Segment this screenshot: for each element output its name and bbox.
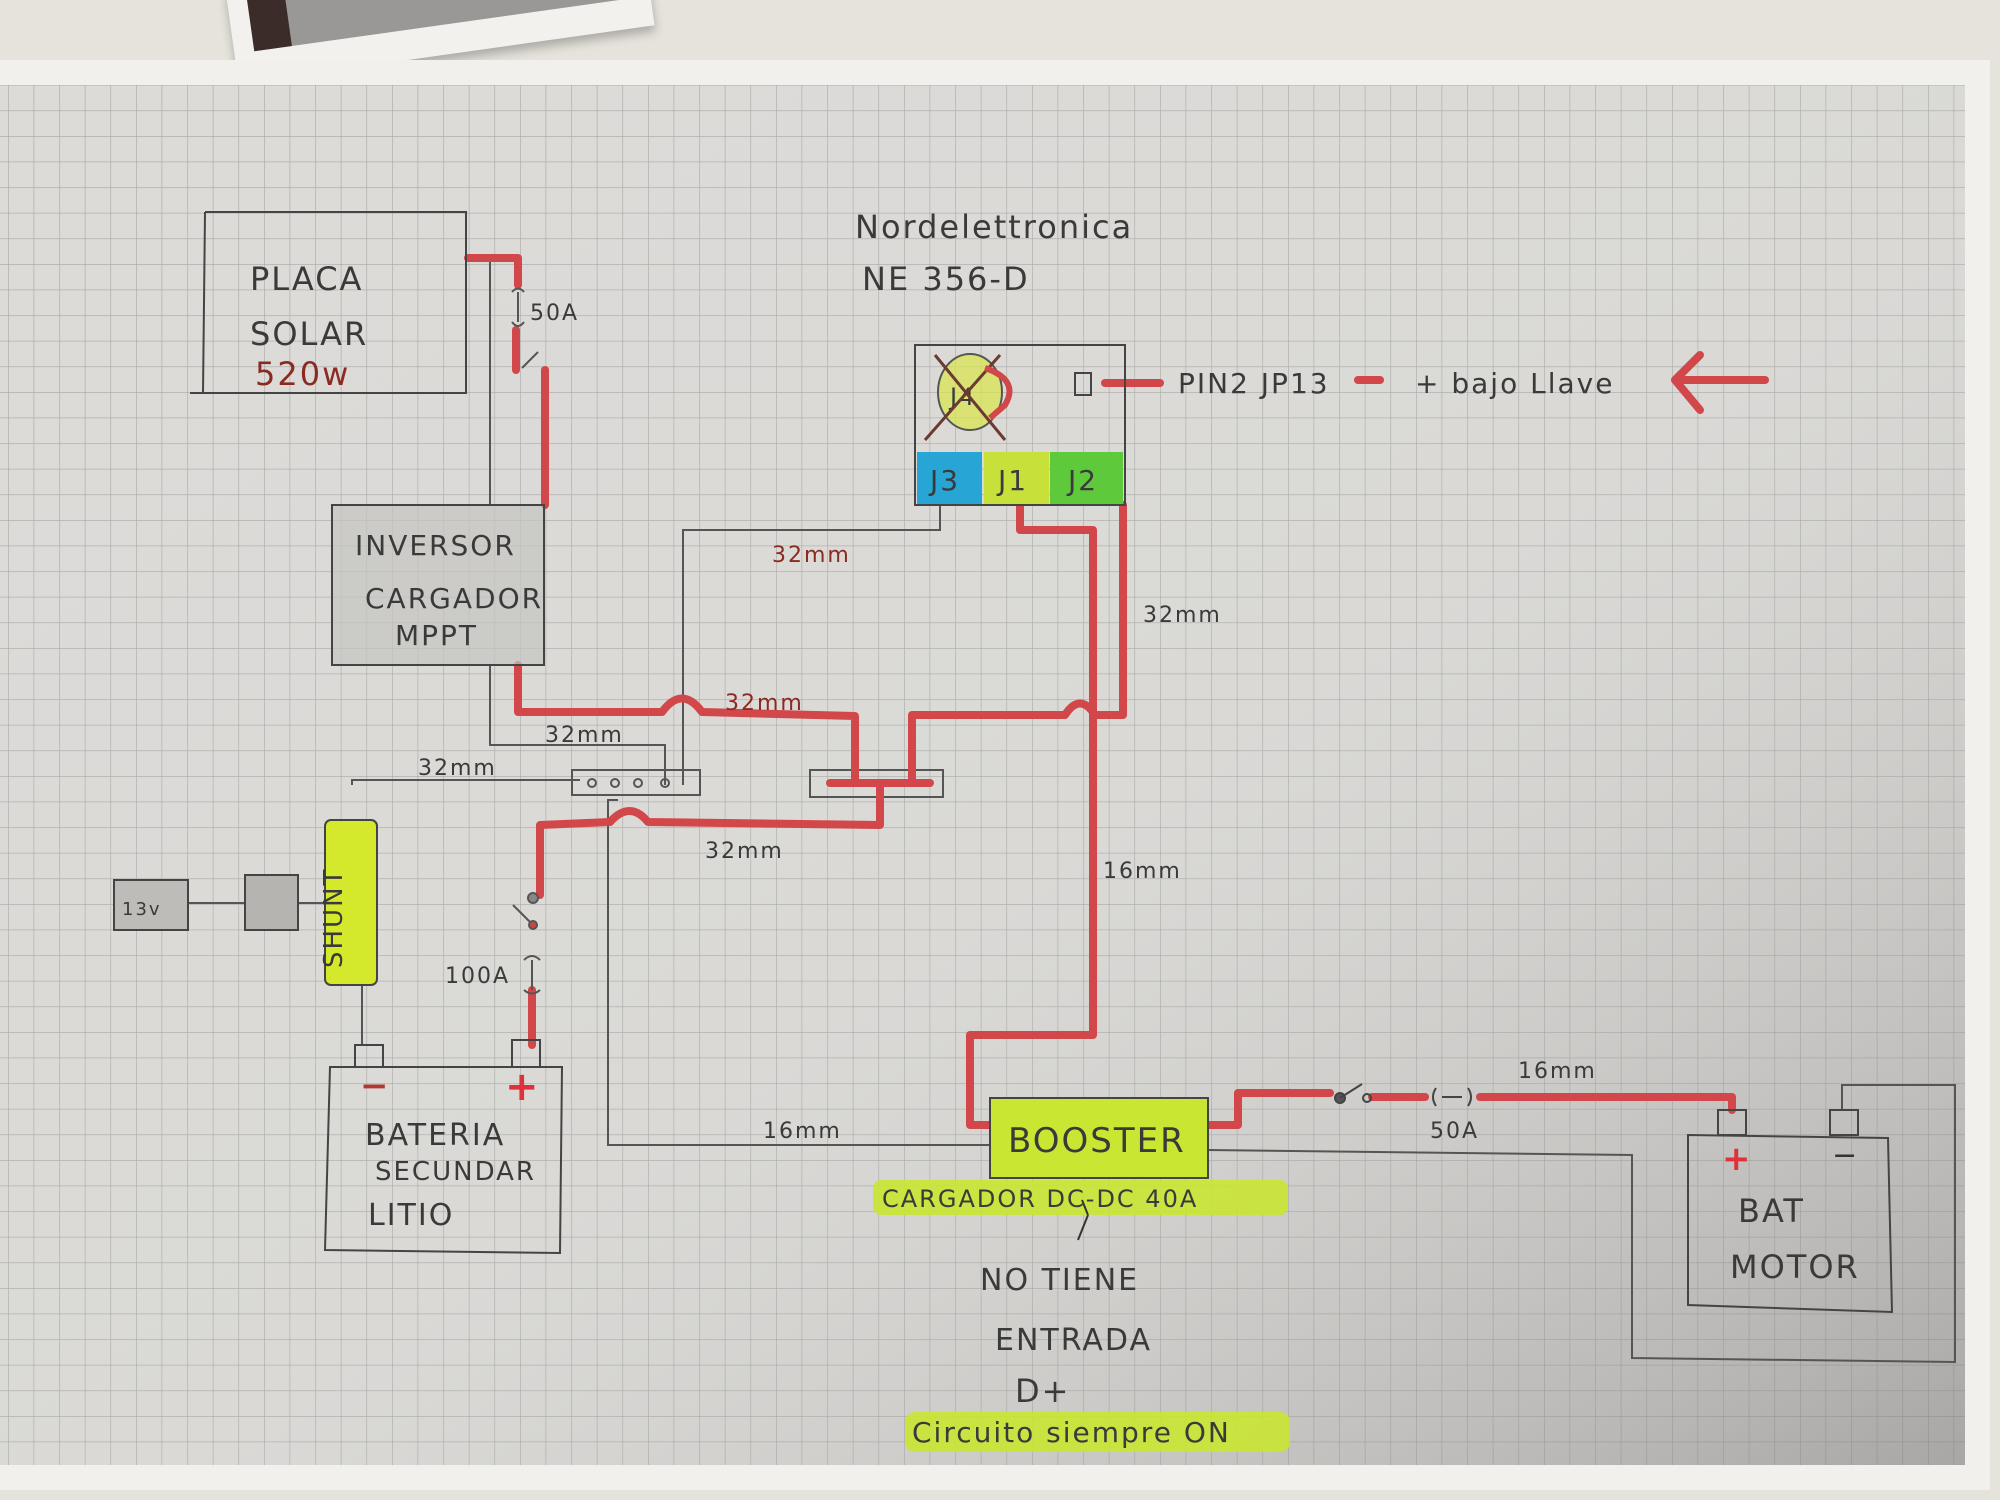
motor-battery: + − BAT MOTOR — [1687, 1109, 1894, 1314]
solar-fuse-icon-b — [511, 321, 525, 327]
wire-inverter-pos — [514, 661, 859, 787]
wire-inverter-neg — [489, 665, 666, 785]
motor-fuse-icon-b — [1467, 1087, 1472, 1107]
always-on-note: Circuito siempre ON — [912, 1416, 1231, 1449]
motor-fuse-rating: 50A — [1430, 1119, 1479, 1144]
busbar-terminal — [587, 778, 597, 788]
terminal-j3 — [917, 452, 982, 504]
wire-j1-to-booster — [966, 501, 1097, 1129]
monitor-voltage: 13v — [122, 899, 162, 920]
busbar-terminal — [610, 778, 620, 788]
battery-pos-sign: + — [505, 1064, 539, 1110]
motor-switch-contact — [1362, 1093, 1372, 1103]
battery-monitor-display — [113, 879, 189, 931]
solar-panel: PLACA SOLAR 520w — [190, 211, 467, 394]
motor-switch-icon — [1339, 1083, 1363, 1099]
solar-label-2: SOLAR — [250, 315, 368, 353]
motor-neg-sign: − — [1832, 1138, 1857, 1173]
shunt-label: SHUNT — [319, 868, 349, 968]
booster-caption-highlight — [873, 1180, 1288, 1215]
solar-power: 520w — [255, 355, 350, 393]
label-relay-to-busbar: 32mm — [772, 543, 851, 568]
wire-solar-pos-a — [464, 254, 522, 289]
solar-fuse-icon — [511, 287, 525, 293]
label-booster-to-motor: 16mm — [1518, 1059, 1597, 1084]
terminal-j1 — [984, 452, 1049, 504]
wire-fuse-to-motor — [1476, 1093, 1736, 1114]
motor-fuse-icon — [1432, 1087, 1437, 1107]
inverter-mppt: INVERSOR CARGADOR MPPT — [331, 504, 545, 666]
booster-label: BOOSTER — [1008, 1121, 1186, 1161]
always-on-highlight — [905, 1412, 1290, 1452]
battery-fuse-icon-b — [523, 989, 541, 995]
terminal-j2-label: J2 — [1066, 464, 1098, 497]
booster: BOOSTER — [989, 1097, 1209, 1179]
label-inverter-to-busbar: 32mm — [725, 691, 804, 716]
shunt — [324, 819, 378, 986]
battery-fuse-rating: 100A — [445, 964, 510, 989]
wire-j3-neg — [682, 505, 941, 785]
booster-note-2: ENTRADA — [995, 1323, 1152, 1358]
busbar-terminal — [660, 778, 670, 788]
battery-label-3: LITIO — [368, 1198, 454, 1233]
motor-pos-sign: + — [1722, 1139, 1751, 1179]
wire-booster-to-motor-neg — [1207, 1084, 1956, 1364]
motor-neg-terminal — [1829, 1109, 1859, 1136]
label-pos-bus-to-battery: 32mm — [705, 839, 784, 864]
wire-neg-to-booster — [607, 799, 990, 1146]
shadow-overlay — [0, 85, 1965, 1465]
solar-switch-icon — [521, 351, 539, 369]
booster-note-3: D+ — [1015, 1372, 1070, 1410]
inverter-label-3: MPPT — [395, 619, 478, 652]
label-j2-to-pos-bus: 32mm — [1143, 603, 1222, 628]
booster-note-1: NO TIENE — [980, 1263, 1139, 1298]
terminal-j3-label: J3 — [928, 464, 960, 497]
motor-label-1: BAT — [1738, 1192, 1805, 1230]
booster-caption: CARGADOR DC-DC 40A — [882, 1185, 1198, 1213]
wire-booster-out — [1204, 1089, 1334, 1129]
inverter-label-2: CARGADOR — [365, 582, 543, 615]
relay-module: J4 J3 J1 J2 — [914, 344, 1126, 506]
ignition-note: + bajo Llave — [1415, 367, 1614, 400]
jumper-icon — [983, 365, 1013, 421]
wire-shunt-top — [351, 779, 580, 785]
label-shunt-to-neg-bus: 32mm — [418, 756, 497, 781]
solar-fuse-rating: 50A — [530, 301, 579, 326]
label-j1-to-booster: 16mm — [1103, 859, 1182, 884]
battery-label-1: BATERIA — [365, 1118, 505, 1153]
negative-busbar — [571, 769, 701, 796]
motor-label-2: MOTOR — [1730, 1248, 1860, 1286]
pin-connector — [1074, 372, 1092, 396]
secondary-battery: − + BATERIA SECUNDAR LITIO — [323, 1039, 564, 1255]
terminal-j2 — [1050, 452, 1123, 504]
wire-j2-to-busbar — [908, 501, 1127, 787]
battery-neg-sign: − — [360, 1066, 389, 1106]
title-model: NE 356-D — [862, 260, 1030, 298]
pin-label: PIN2 JP13 — [1178, 367, 1330, 400]
label-inverter-neg: 32mm — [545, 723, 624, 748]
note-arrow-icon — [1077, 1199, 1089, 1241]
title-brand: Nordelettronica — [855, 208, 1133, 246]
inverter-label-1: INVERSOR — [355, 529, 516, 562]
battery-switch-pivot — [527, 892, 539, 904]
battery-fuse-icon — [523, 955, 541, 961]
busbar-terminal — [633, 778, 643, 788]
terminal-j1-label: J1 — [996, 464, 1028, 497]
battery-label-2: SECUNDAR — [375, 1157, 536, 1187]
label-neg-to-booster: 16mm — [763, 1119, 842, 1144]
battery-switch-contact — [528, 920, 538, 930]
wire-busbar-to-battery — [536, 779, 884, 899]
arrow-head — [1671, 351, 1704, 414]
monitor-module — [244, 874, 299, 931]
solar-label-1: PLACA — [250, 260, 363, 298]
